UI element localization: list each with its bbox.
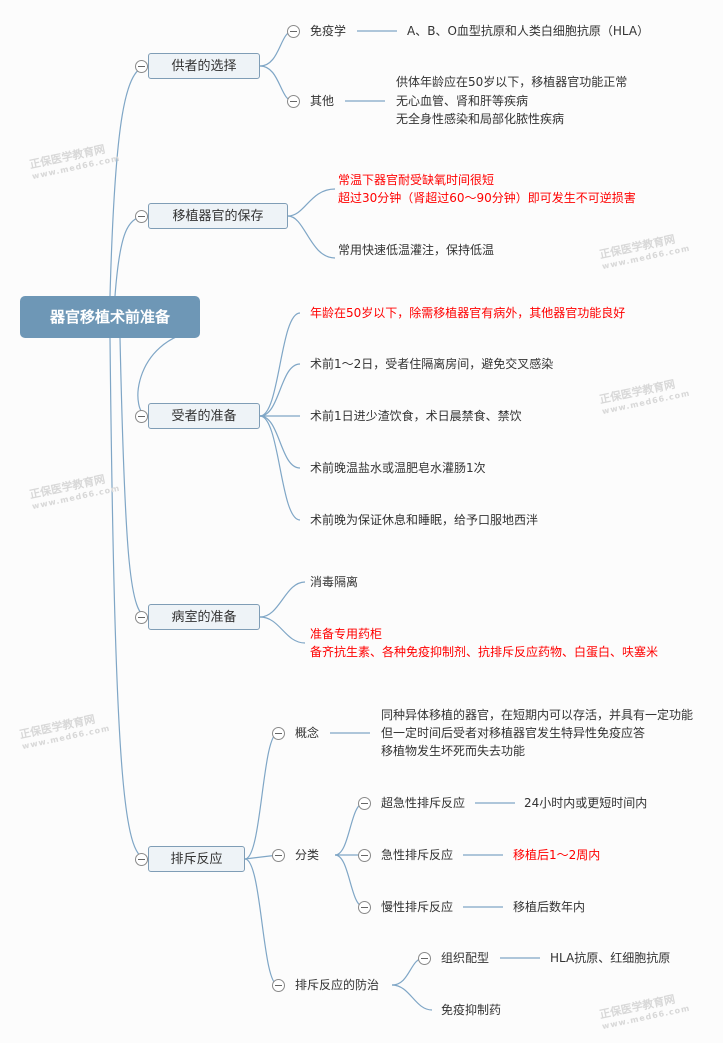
preservation-item: 超过30分钟（肾超过60～90分钟）即可发生不可逆损害 <box>338 191 636 205</box>
preservation-item: 常用快速低温灌注，保持低温 <box>338 243 495 257</box>
recipient-item: 术前晚温盐水或温肥皂水灌肠1次 <box>310 461 486 475</box>
ward-item: 备齐抗生素、各种免疫抑制剂、抗排斥反应药物、白蛋白、呋塞米 <box>310 645 659 659</box>
ward-item: 消毒隔离 <box>310 575 359 589</box>
node-acute[interactable]: 急性排斥反应 <box>381 848 454 862</box>
collapse-icon[interactable] <box>135 410 148 423</box>
tissue-matching-value: HLA抗原、红细胞抗原 <box>550 951 671 965</box>
node-organ-preservation[interactable]: 移植器官的保存 <box>148 203 288 229</box>
node-other[interactable]: 其他 <box>310 94 335 108</box>
chronic-value: 移植后数年内 <box>513 900 586 914</box>
recipient-item: 年龄在50岁以下，除需移植器官有病外，其他器官功能良好 <box>310 306 626 320</box>
collapse-icon[interactable] <box>272 727 285 740</box>
preservation-item: 常温下器官耐受缺氧时间很短 <box>338 173 495 187</box>
ward-item: 准备专用药柜 <box>310 627 383 641</box>
node-donor-selection[interactable]: 供者的选择 <box>148 53 260 79</box>
node-ward-prep[interactable]: 病室的准备 <box>148 604 260 630</box>
collapse-icon[interactable] <box>135 853 148 866</box>
collapse-icon[interactable] <box>358 849 371 862</box>
node-tissue-matching[interactable]: 组织配型 <box>441 951 490 965</box>
other-line: 供体年龄应在50岁以下，移植器官功能正常 <box>396 75 628 89</box>
other-line: 无心血管、肾和肝等疾病 <box>396 94 529 108</box>
concept-line: 同种异体移植的器官，在短期内可以存活，并具有一定功能 <box>381 708 694 722</box>
collapse-icon[interactable] <box>135 60 148 73</box>
node-rejection[interactable]: 排斥反应 <box>148 846 245 872</box>
collapse-icon[interactable] <box>358 797 371 810</box>
acute-value: 移植后1～2周内 <box>513 848 601 862</box>
node-prevention[interactable]: 排斥反应的防治 <box>295 978 380 992</box>
concept-line: 移植物发生坏死而失去功能 <box>381 744 526 758</box>
collapse-icon[interactable] <box>272 849 285 862</box>
recipient-item: 术前1～2日，受者住隔离房间，避免交叉感染 <box>310 357 554 371</box>
node-chronic[interactable]: 慢性排斥反应 <box>381 900 454 914</box>
collapse-icon[interactable] <box>135 611 148 624</box>
collapse-icon[interactable] <box>287 25 300 38</box>
node-classification[interactable]: 分类 <box>295 848 320 862</box>
node-immunology[interactable]: 免疫学 <box>310 24 347 38</box>
collapse-icon[interactable] <box>358 901 371 914</box>
concept-line: 但一定时间后受者对移植器官发生特异性免疫应答 <box>381 726 646 740</box>
hyperacute-value: 24小时内或更短时间内 <box>524 796 648 810</box>
immunology-value: A、B、O血型抗原和人类白细胞抗原（HLA） <box>407 24 650 38</box>
root-node[interactable]: 器官移植术前准备 <box>20 296 200 338</box>
other-line: 无全身性感染和局部化脓性疾病 <box>396 112 565 126</box>
node-concept[interactable]: 概念 <box>295 726 320 740</box>
collapse-icon[interactable] <box>287 95 300 108</box>
node-recipient-prep[interactable]: 受者的准备 <box>148 403 260 429</box>
recipient-item: 术前晚为保证休息和睡眠，给予口服地西泮 <box>310 513 539 527</box>
collapse-icon[interactable] <box>135 210 148 223</box>
recipient-item: 术前1日进少渣饮食，术日晨禁食、禁饮 <box>310 409 522 423</box>
node-immunosuppressants[interactable]: 免疫抑制药 <box>441 1003 502 1017</box>
node-hyperacute[interactable]: 超急性排斥反应 <box>381 796 466 810</box>
collapse-icon[interactable] <box>272 979 285 992</box>
collapse-icon[interactable] <box>418 952 431 965</box>
